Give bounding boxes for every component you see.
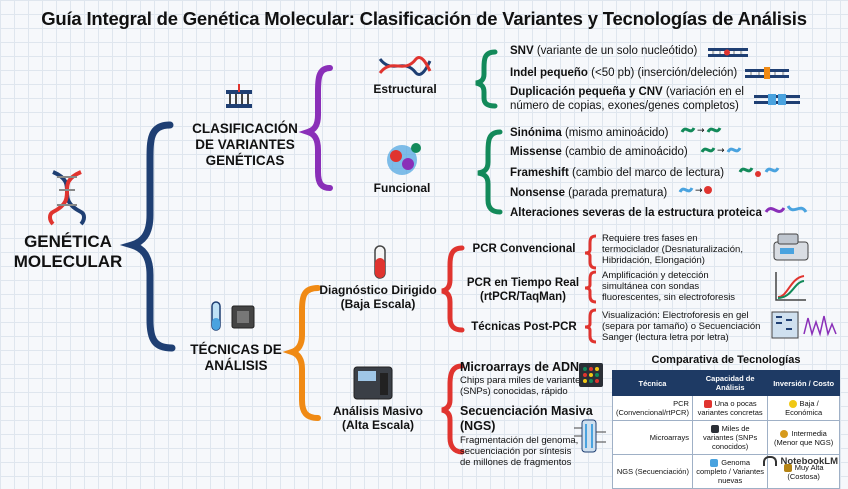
funcional-item-nonsense: Nonsense (parada prematura) bbox=[510, 186, 667, 200]
dirigido-label: Diagnóstico Dirigido (Baja Escala) bbox=[318, 283, 438, 311]
table-cell: Intermedia (Menor que NGS) bbox=[768, 421, 840, 455]
estructural-item-cnv-cont: número de copias, exones/genes completos… bbox=[510, 99, 739, 113]
ngs-desc: Fragmentación del genoma,secuenciación p… bbox=[460, 435, 578, 468]
microarrays-label: Microarrays de ADN bbox=[460, 360, 579, 374]
svg-text:→: → bbox=[695, 186, 703, 196]
sequencer-icon bbox=[352, 365, 394, 401]
post-pcr-label: Técnicas Post-PCR bbox=[466, 320, 582, 334]
gene-editing-icon bbox=[224, 84, 254, 116]
table-title: Comparativa de Tecnologías bbox=[612, 354, 840, 366]
indel-strand-icon bbox=[745, 67, 789, 79]
microarray-chip-icon bbox=[578, 362, 604, 388]
table-cell: Microarrays bbox=[613, 421, 693, 455]
clasificacion-bracket bbox=[308, 68, 330, 188]
header-capacidad: Capacidad de Análisis bbox=[692, 371, 767, 396]
estructural-item-cnv: Duplicación pequeña y CNV (variación en … bbox=[510, 85, 744, 99]
tecnicas-bracket bbox=[292, 288, 318, 418]
cnv-strand-icon bbox=[754, 93, 800, 105]
svg-text:→: → bbox=[697, 126, 705, 136]
frameshift-protein-icon bbox=[738, 162, 784, 180]
post-pcr-desc: Visualización: Electroforesis en gel(sep… bbox=[602, 310, 760, 343]
funcional-bracket bbox=[478, 132, 500, 212]
estructural-item-snv: SNV (variante de un solo nucleótido) bbox=[510, 44, 697, 58]
dna-icon bbox=[710, 459, 718, 467]
funcional-item-missense: Missense (cambio de aminoácido) bbox=[510, 145, 688, 159]
table-cell: Una o pocas variantes concretas bbox=[692, 396, 767, 421]
funcional-item-alteraciones: Alteraciones severas de la estructura pr… bbox=[510, 206, 762, 220]
test-tube-icon bbox=[704, 400, 712, 408]
pcr-conv-bracket bbox=[585, 236, 596, 268]
chip-icon bbox=[711, 425, 719, 433]
svg-text:→: → bbox=[717, 146, 725, 156]
pcr-conv-label: PCR Convencional bbox=[468, 242, 580, 256]
amplification-curve-icon bbox=[774, 270, 808, 302]
post-pcr-bracket bbox=[585, 310, 596, 342]
masivo-label: Análisis Masivo (Alta Escala) bbox=[318, 404, 438, 432]
root-label: GENÉTICA MOLECULAR bbox=[8, 232, 128, 272]
pcr-rt-bracket bbox=[585, 272, 596, 302]
table-cell: Baja / Económica bbox=[768, 396, 840, 421]
funcional-item-sinonima: Sinónima (mismo aminoácido) bbox=[510, 126, 669, 140]
table-cell: Genoma completo / Variantes nuevas bbox=[692, 455, 767, 489]
table-cell: NGS (Secuenciación) bbox=[613, 455, 693, 489]
clasificacion-label: CLASIFICACIÓN DE VARIANTES GENÉTICAS bbox=[186, 121, 304, 169]
table-row: PCR (Convencional/rtPCR) Una o pocas var… bbox=[613, 396, 840, 421]
nonsense-protein-icon: → bbox=[678, 182, 714, 198]
funcional-item-frameshift: Frameshift (cambio del marco de lectura) bbox=[510, 166, 724, 180]
test-tube-icon bbox=[372, 244, 388, 280]
missense-protein-icon: → bbox=[700, 142, 746, 158]
pcr-rt-label: PCR en Tiempo Real (rtPCR/TaqMan) bbox=[462, 276, 584, 304]
snv-strand-icon bbox=[708, 46, 748, 58]
gel-sanger-icon bbox=[770, 310, 840, 340]
comparison-table: Técnica Capacidad de Análisis Inversión … bbox=[612, 370, 840, 489]
dna-icon bbox=[45, 170, 89, 226]
protein-icon bbox=[384, 140, 424, 178]
severe-alteration-icon bbox=[764, 200, 808, 220]
coin-icon bbox=[789, 400, 797, 408]
table-cell: PCR (Convencional/rtPCR) bbox=[613, 396, 693, 421]
dirigido-bracket bbox=[442, 248, 462, 330]
estructural-label: Estructural bbox=[360, 82, 450, 96]
main-bracket bbox=[132, 125, 172, 348]
sinonima-protein-icon: → bbox=[680, 122, 722, 138]
microarrays-desc: Chips para miles de variantes(SNPs) cono… bbox=[460, 375, 585, 397]
lab-tube-chip-icon bbox=[208, 300, 262, 334]
notebooklm-logo-icon bbox=[763, 456, 777, 466]
ngs-flowcell-icon bbox=[572, 416, 608, 456]
coins-icon bbox=[780, 430, 788, 438]
estructural-bracket bbox=[476, 52, 495, 106]
table-cell: Miles de variantes (SNPs conocidos) bbox=[692, 421, 767, 455]
thermocycler-icon bbox=[772, 232, 810, 262]
funcional-label: Funcional bbox=[360, 181, 444, 195]
estructural-item-indel: Indel pequeño (<50 pb) (inserción/deleci… bbox=[510, 66, 737, 80]
footer-brand: NotebookLM bbox=[763, 456, 838, 467]
masivo-bracket bbox=[442, 366, 462, 452]
table-header-row: Técnica Capacidad de Análisis Inversión … bbox=[613, 371, 840, 396]
table-row: Microarrays Miles de variantes (SNPs con… bbox=[613, 421, 840, 455]
header-inversion: Inversión / Costo bbox=[768, 371, 840, 396]
tecnicas-label: TÉCNICAS DE ANÁLISIS bbox=[180, 342, 292, 374]
dna-helix-icon bbox=[378, 55, 432, 77]
header-tecnica: Técnica bbox=[613, 371, 693, 396]
